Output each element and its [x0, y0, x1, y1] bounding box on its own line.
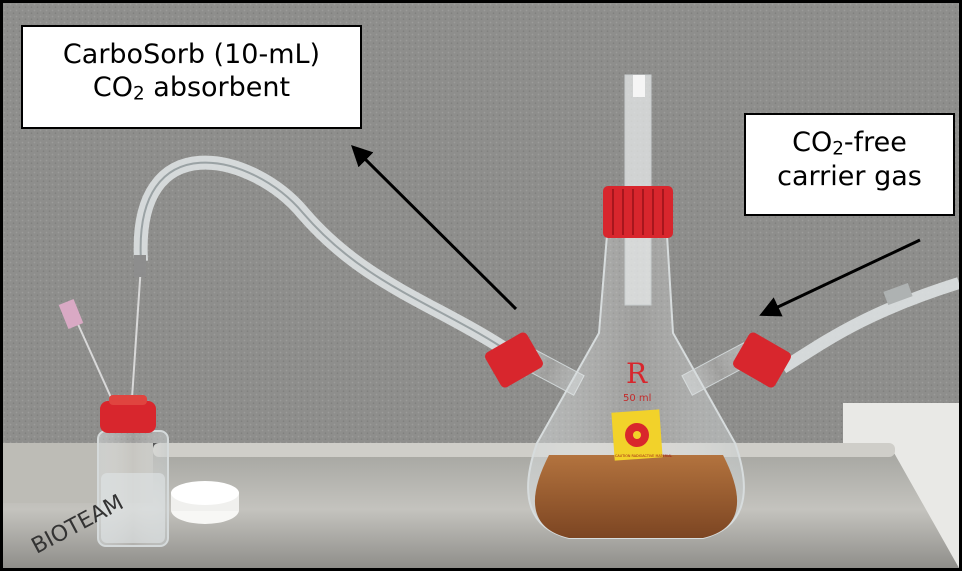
flask-volume: 50 ml [623, 393, 651, 404]
arrow-to-carrier-gas [759, 238, 921, 317]
needle-fitting [134, 255, 146, 277]
carrier-gas-callout: CO2-free carrier gas [744, 113, 955, 216]
right-arm-cap [733, 332, 791, 388]
carrier-gas-tubing [779, 277, 959, 374]
absorbent-callout-line2: CO2 absorbent [92, 71, 291, 105]
flask-logo: R [626, 357, 648, 390]
flask-top-cap [603, 186, 673, 238]
tray-rim [153, 443, 895, 457]
carrier-gas-callout-line2: carrier gas [777, 160, 922, 192]
absorbent-callout: CarboSorb (10-mL) CO2 absorbent [21, 25, 362, 129]
absorbent-callout-line1: CarboSorb (10-mL) [62, 39, 321, 70]
vial-cap [100, 401, 156, 433]
hazard-label-text: CAUTION RADIOACTIVE MATERIAL [615, 454, 672, 458]
flask-liquid [534, 455, 738, 538]
right-tube-fitting [883, 282, 913, 306]
left-arm-cap [485, 332, 543, 388]
cap-ridges [612, 189, 664, 235]
carrier-gas-callout-line1: CO2-free [792, 127, 907, 160]
vial-liquid [101, 473, 165, 543]
vial-needle-right [130, 264, 142, 414]
needle-hub [58, 298, 84, 330]
lab-apparatus-photo: BIOTEAM R 50 ml CAUTION RADIOACTIVE MATE [3, 3, 959, 568]
arrow-to-absorbent [351, 145, 518, 311]
